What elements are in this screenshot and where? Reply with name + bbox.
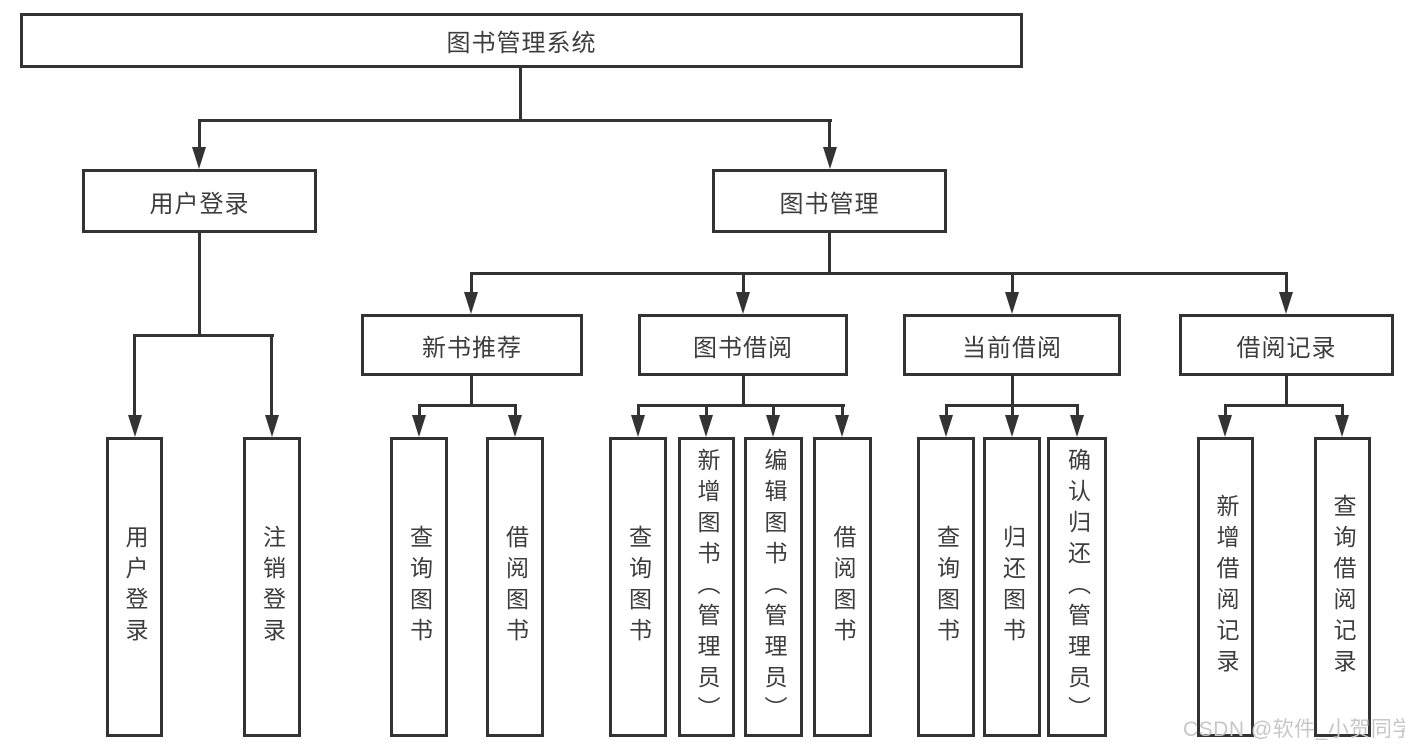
leaf-borrow-books-borrowing: 借阅图书 bbox=[813, 437, 872, 737]
leaf-label: 借阅图书 bbox=[830, 525, 856, 649]
arrow-down-icon bbox=[1005, 415, 1019, 437]
leaf-user-login: 用户登录 bbox=[106, 437, 163, 737]
connector-line bbox=[637, 404, 640, 415]
connector-line bbox=[133, 334, 136, 415]
node-label: 图书管理系统 bbox=[446, 30, 597, 57]
leaf-confirm-return-admin: 确认归还（管理员） bbox=[1047, 437, 1107, 737]
leaf-add-book-admin: 新增图书（管理员） bbox=[678, 437, 735, 737]
connector-line bbox=[133, 334, 274, 337]
leaf-logout-login: 注销登录 bbox=[243, 437, 301, 737]
leaf-label: 查询借阅记录 bbox=[1330, 494, 1356, 680]
connector-line bbox=[270, 334, 273, 415]
connector-line bbox=[1076, 404, 1079, 415]
arrow-down-icon bbox=[631, 415, 645, 437]
connector-line bbox=[637, 404, 845, 407]
connector-line bbox=[198, 119, 201, 149]
connector-line bbox=[470, 376, 473, 404]
arrow-down-icon bbox=[1279, 292, 1293, 314]
arrow-down-icon bbox=[1335, 415, 1349, 437]
connector-line bbox=[1341, 404, 1344, 415]
arrow-down-icon bbox=[128, 415, 142, 437]
connector-line bbox=[470, 272, 1288, 275]
leaf-label: 查询图书 bbox=[625, 525, 652, 649]
connector-line bbox=[1285, 376, 1288, 404]
node-label: 新书推荐 bbox=[422, 334, 522, 362]
connector-line bbox=[519, 68, 522, 120]
connector-line bbox=[841, 404, 844, 415]
connector-line bbox=[198, 119, 832, 122]
connector-line bbox=[828, 119, 831, 149]
connector-line bbox=[198, 233, 201, 334]
leaf-borrow-books-recommend: 借阅图书 bbox=[486, 437, 544, 737]
leaf-label: 注销登录 bbox=[259, 525, 286, 649]
connector-line bbox=[514, 404, 517, 415]
connector-line bbox=[1011, 404, 1014, 415]
connector-line bbox=[945, 404, 948, 415]
leaf-label: 归还图书 bbox=[999, 525, 1026, 649]
leaf-query-borrow-record: 查询借阅记录 bbox=[1314, 437, 1371, 737]
arrow-down-icon bbox=[939, 415, 953, 437]
leaf-label: 查询图书 bbox=[406, 525, 433, 649]
node-label: 图书借阅 bbox=[693, 334, 793, 362]
arrow-down-icon bbox=[823, 147, 837, 169]
connector-line bbox=[742, 376, 745, 404]
arrow-down-icon bbox=[265, 415, 279, 437]
leaf-label: 用户登录 bbox=[122, 525, 148, 649]
connector-line bbox=[828, 233, 831, 272]
watermark: CSDN @软件_小贺同学 bbox=[1183, 718, 1405, 741]
leaf-query-books-current: 查询图书 bbox=[917, 437, 975, 737]
node-borrowing-records: 借阅记录 bbox=[1179, 314, 1394, 376]
arrow-down-icon bbox=[835, 415, 849, 437]
leaf-label: 确认归还（管理员） bbox=[1064, 447, 1091, 727]
leaf-query-books-recommend: 查询图书 bbox=[390, 437, 448, 737]
connector-line bbox=[1011, 376, 1014, 404]
connector-line bbox=[418, 404, 517, 407]
node-new-book-recommendation: 新书推荐 bbox=[361, 314, 583, 376]
connector-line bbox=[1011, 272, 1014, 292]
arrow-down-icon bbox=[1070, 415, 1084, 437]
connector-line bbox=[1224, 404, 1227, 415]
node-library-management-system: 图书管理系统 bbox=[20, 13, 1023, 68]
arrow-down-icon bbox=[464, 292, 478, 314]
connector-line bbox=[1285, 272, 1288, 292]
arrow-down-icon bbox=[192, 147, 206, 169]
arrow-down-icon bbox=[766, 415, 780, 437]
arrow-down-icon bbox=[412, 415, 426, 437]
arrow-down-icon bbox=[1218, 415, 1232, 437]
connector-line bbox=[772, 404, 775, 415]
leaf-label: 新增借阅记录 bbox=[1213, 494, 1239, 680]
node-book-borrowing: 图书借阅 bbox=[638, 314, 848, 376]
node-book-management: 图书管理 bbox=[712, 169, 947, 233]
node-label: 图书管理 bbox=[779, 190, 880, 218]
leaf-label: 编辑图书（管理员） bbox=[761, 447, 787, 727]
node-user-login: 用户登录 bbox=[82, 169, 317, 233]
leaf-return-books: 归还图书 bbox=[983, 437, 1041, 737]
connector-line bbox=[742, 272, 745, 292]
leaf-query-books-borrowing: 查询图书 bbox=[609, 437, 667, 737]
leaf-add-borrow-record: 新增借阅记录 bbox=[1197, 437, 1254, 737]
arrow-down-icon bbox=[508, 415, 522, 437]
leaf-label: 新增图书（管理员） bbox=[694, 447, 720, 727]
node-label: 当前借阅 bbox=[962, 334, 1062, 362]
arrow-down-icon bbox=[699, 415, 713, 437]
leaf-edit-book-admin: 编辑图书（管理员） bbox=[744, 437, 803, 737]
connector-line bbox=[705, 404, 708, 415]
leaf-label: 借阅图书 bbox=[502, 525, 529, 649]
leaf-label: 查询图书 bbox=[933, 525, 960, 649]
node-label: 借阅记录 bbox=[1236, 334, 1337, 362]
arrow-down-icon bbox=[1005, 292, 1019, 314]
connector-line bbox=[418, 404, 421, 415]
node-current-borrowing: 当前借阅 bbox=[903, 314, 1121, 376]
node-label: 用户登录 bbox=[149, 190, 250, 218]
connector-line bbox=[470, 272, 473, 292]
connector-line bbox=[1224, 404, 1344, 407]
arrow-down-icon bbox=[736, 292, 750, 314]
